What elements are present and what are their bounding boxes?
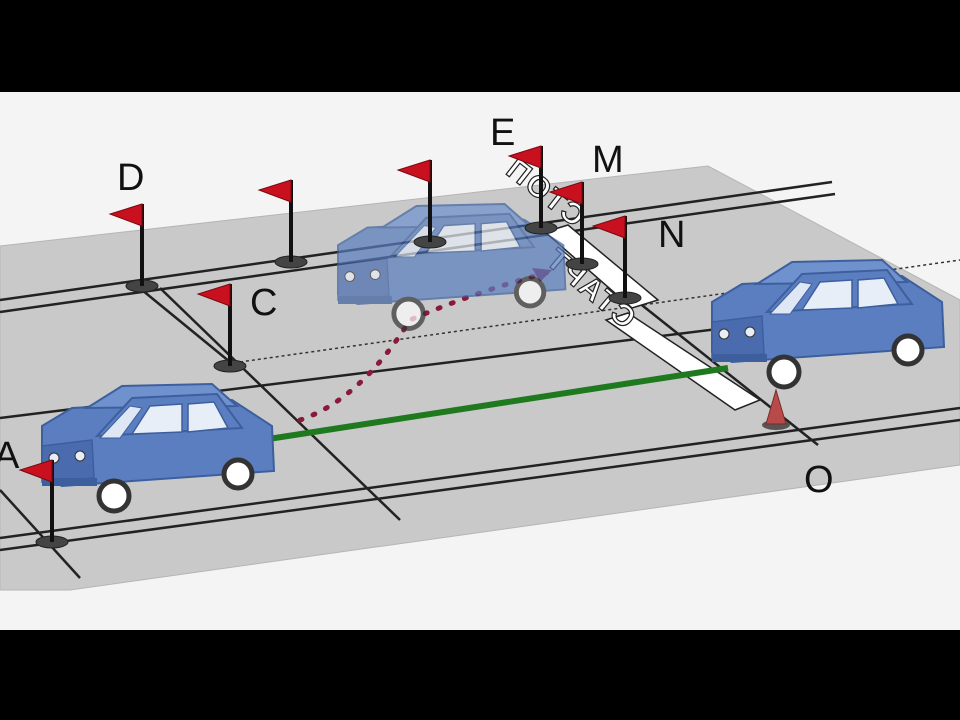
label-a: A	[0, 435, 20, 477]
cross-line-c	[159, 287, 401, 521]
label-m: M	[592, 139, 624, 181]
label-o: O	[804, 459, 834, 501]
box-line-cd	[141, 289, 231, 363]
label-e: E	[490, 112, 515, 154]
front-line-inner	[0, 418, 960, 552]
bottom-letterbox	[0, 630, 960, 720]
cross-line-a	[0, 489, 81, 579]
dotted-ref-line-1	[239, 259, 960, 363]
label-c: C	[250, 282, 277, 324]
label-d: D	[117, 157, 144, 199]
cone-icon	[762, 388, 790, 430]
path-solid-green	[261, 365, 729, 443]
start-stop-strips	[543, 224, 762, 411]
top-letterbox	[0, 0, 960, 92]
label-n: N	[658, 214, 685, 256]
